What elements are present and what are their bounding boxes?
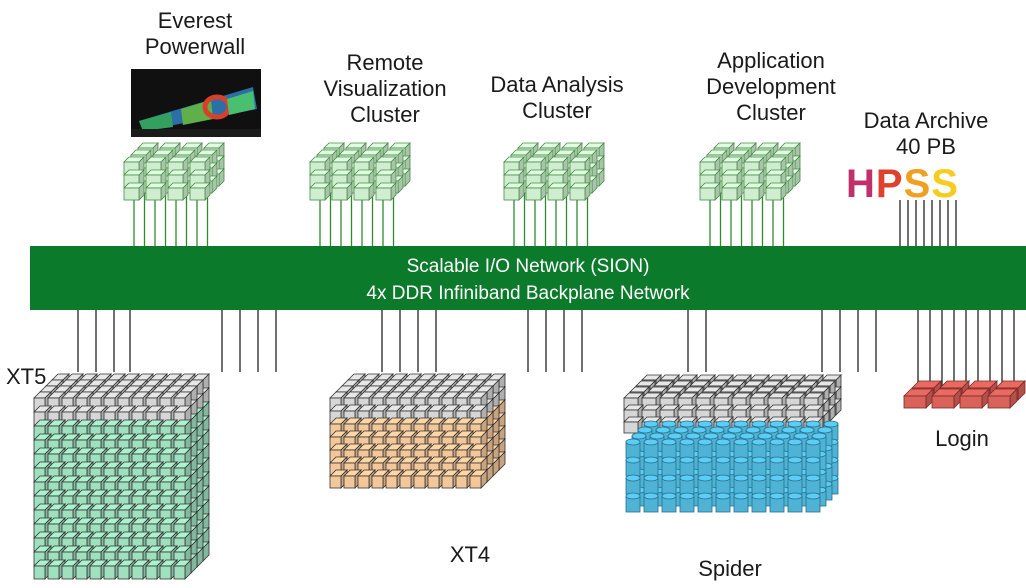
login-label: Login	[935, 426, 989, 451]
remote-visualization-cluster-icon	[309, 142, 411, 246]
xt4-label: XT4	[449, 542, 491, 567]
everest-powerwall-label: Everest Powerwall	[144, 8, 246, 59]
hpss-letter-h: H	[846, 162, 876, 206]
remote-visualization-label: Remote Visualization Cluster	[323, 50, 447, 127]
backplane-links	[77, 310, 1015, 388]
xt5-system	[33, 373, 210, 580]
sion-network-band: Scalable I/O Network (SION) 4x DDR Infin…	[30, 246, 1026, 310]
hpss-letter-s1: S	[903, 162, 932, 206]
hpss-letter-s2: S	[931, 162, 959, 206]
everest-cluster-icon	[123, 142, 225, 246]
network-subtitle: 4x DDR Infiniband Backplane Network	[366, 283, 690, 304]
hpss-links	[899, 200, 957, 246]
data-analysis-cluster-icon	[503, 142, 605, 246]
hpss-logo: HPSS	[846, 161, 959, 207]
hpss-letter-p: P	[875, 162, 904, 206]
data-analysis-label: Data Analysis Cluster	[490, 72, 624, 123]
application-development-cluster-icon	[699, 142, 801, 246]
login-nodes	[903, 380, 1026, 409]
application-development-label: Application Development Cluster	[706, 48, 836, 125]
xt5-label: XT5	[6, 364, 47, 389]
data-archive-label: Data Archive 40 PB	[863, 108, 989, 159]
powerwall-image	[131, 69, 261, 137]
spider-label: Spider	[698, 556, 762, 581]
spider-storage	[623, 374, 842, 513]
xt4-system	[329, 373, 506, 489]
network-title: Scalable I/O Network (SION)	[406, 256, 650, 277]
